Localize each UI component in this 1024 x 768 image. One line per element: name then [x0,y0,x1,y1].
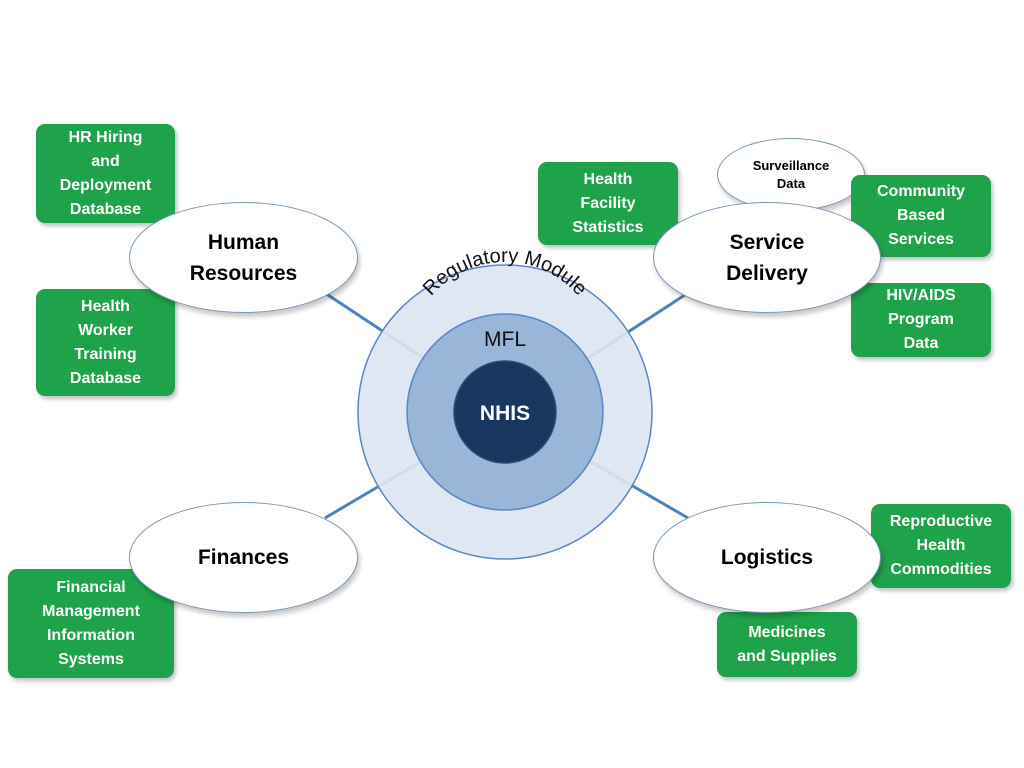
finances-ellipse: Finances [129,502,358,613]
surveillance-data-ellipse: Surveillance Data [717,138,865,211]
human-resources-ellipse: Human Resources [129,202,358,313]
logistics-ellipse: Logistics [653,502,881,613]
service-delivery-ellipse: Service Delivery [653,202,881,313]
nhis-core [453,360,557,464]
reproductive-health-commodities-box: Reproductive Health Commodities [871,504,1011,588]
hr-hiring-deployment-database-box: HR Hiring and Deployment Database [36,124,175,223]
health-facility-statistics-box: Health Facility Statistics [538,162,678,245]
health-worker-training-database-box: Health Worker Training Database [36,289,175,396]
mfl-label: MFL [484,328,526,351]
medicines-and-supplies-box: Medicines and Supplies [717,612,857,677]
nhis-label: NHIS [480,402,530,425]
hiv-aids-program-data-box: HIV/AIDS Program Data [851,283,991,357]
